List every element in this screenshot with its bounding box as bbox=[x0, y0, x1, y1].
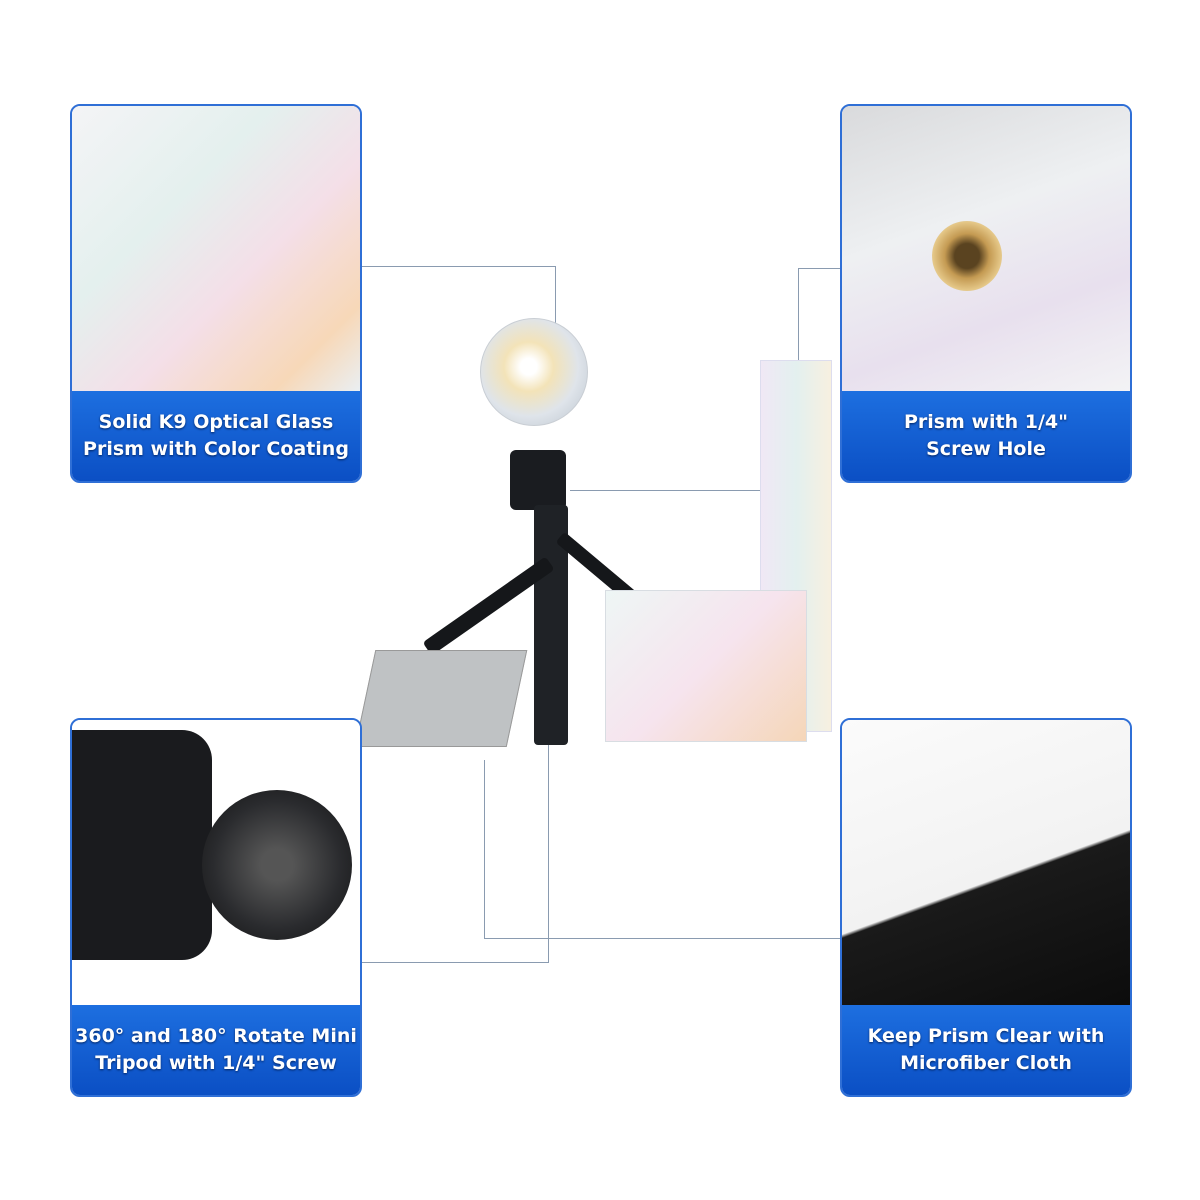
connector-line bbox=[360, 266, 556, 367]
glass-cube-photo bbox=[72, 106, 360, 391]
feature-card-screw-hole: Prism with 1/4"Screw Hole bbox=[840, 104, 1132, 483]
brass-insert bbox=[932, 221, 1002, 291]
microfiber-cloth bbox=[354, 650, 528, 747]
connector-line bbox=[798, 268, 840, 269]
microfiber-cloth-photo bbox=[842, 720, 1130, 1005]
connector-line bbox=[484, 760, 841, 939]
feature-label: Prism with 1/4"Screw Hole bbox=[842, 391, 1130, 481]
tripod-closeup-photo bbox=[72, 720, 360, 1005]
tripod-head bbox=[510, 450, 566, 510]
prism-cube bbox=[605, 590, 807, 742]
tripod-mount-plate bbox=[202, 790, 352, 940]
connector-line bbox=[360, 700, 549, 963]
screw-hole-photo bbox=[842, 106, 1130, 391]
tripod-handle bbox=[72, 730, 212, 960]
crystal-ball bbox=[480, 318, 588, 426]
